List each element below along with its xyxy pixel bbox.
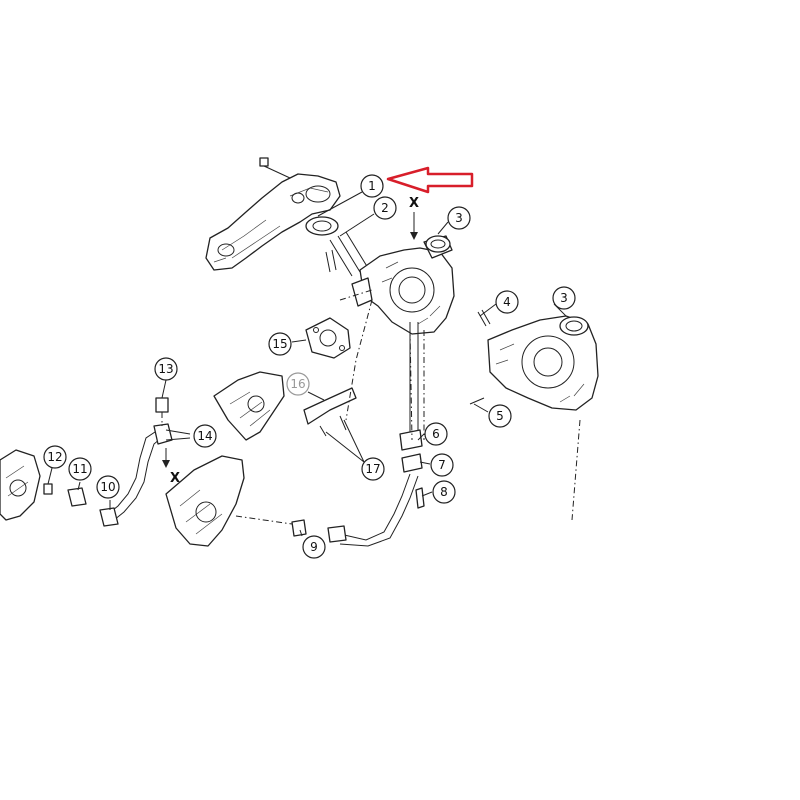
callout-3-side: 3 [552, 286, 576, 310]
callout-8: 8 [432, 480, 456, 504]
manifold-gasket [305, 216, 369, 277]
callout-2: 2 [373, 196, 397, 220]
svg-text:2: 2 [381, 201, 389, 215]
callout-1: 1 [360, 174, 384, 198]
callout-16: 16 [286, 372, 310, 396]
svg-text:11: 11 [72, 462, 87, 476]
svg-text:8: 8 [440, 485, 448, 499]
callout-leaders [47, 191, 567, 537]
svg-text:17: 17 [365, 462, 380, 476]
svg-text:15: 15 [272, 337, 287, 351]
svg-text:3: 3 [560, 291, 568, 305]
callout-17: 17 [361, 457, 385, 481]
callout-14: 14 [193, 424, 217, 448]
svg-text:12: 12 [47, 450, 62, 464]
svg-text:10: 10 [100, 480, 115, 494]
engine-block-lower [165, 455, 307, 547]
callout-7: 7 [430, 453, 454, 477]
turbocharger-main [351, 235, 455, 335]
callout-5: 5 [488, 404, 512, 428]
svg-text:14: 14 [197, 429, 212, 443]
svg-text:1: 1 [368, 179, 376, 193]
turbocharger-side-view [469, 309, 599, 411]
svg-text:4: 4 [503, 295, 511, 309]
turbo-gasket [305, 317, 351, 359]
callout-3-main: 3 [447, 206, 471, 230]
callout-13: 13 [154, 357, 178, 381]
exhaust-manifold [205, 157, 341, 271]
svg-text:6: 6 [432, 427, 440, 441]
callout-12: 12 [43, 445, 67, 469]
svg-text:5: 5 [496, 409, 504, 423]
engine-block-mid [213, 371, 357, 441]
callout-9: 9 [302, 535, 326, 559]
svg-text:X: X [170, 471, 180, 486]
svg-text:16: 16 [290, 377, 305, 391]
svg-text:3: 3 [455, 211, 463, 225]
svg-text:7: 7 [438, 458, 446, 472]
callout-10: 10 [96, 475, 120, 499]
oil-feed-pipe [327, 322, 425, 547]
x-marker-top: X [409, 196, 419, 240]
highlight-arrow [386, 166, 474, 194]
callout-6: 6 [424, 422, 448, 446]
engine-block-left [0, 449, 41, 521]
svg-text:X: X [409, 196, 419, 211]
callout-11: 11 [68, 457, 92, 481]
callout-15: 15 [268, 332, 292, 356]
svg-text:13: 13 [158, 362, 173, 376]
svg-text:9: 9 [310, 540, 318, 554]
callout-4: 4 [495, 290, 519, 314]
x-marker-left: X [162, 448, 180, 486]
assembly-centerlines [161, 289, 581, 525]
